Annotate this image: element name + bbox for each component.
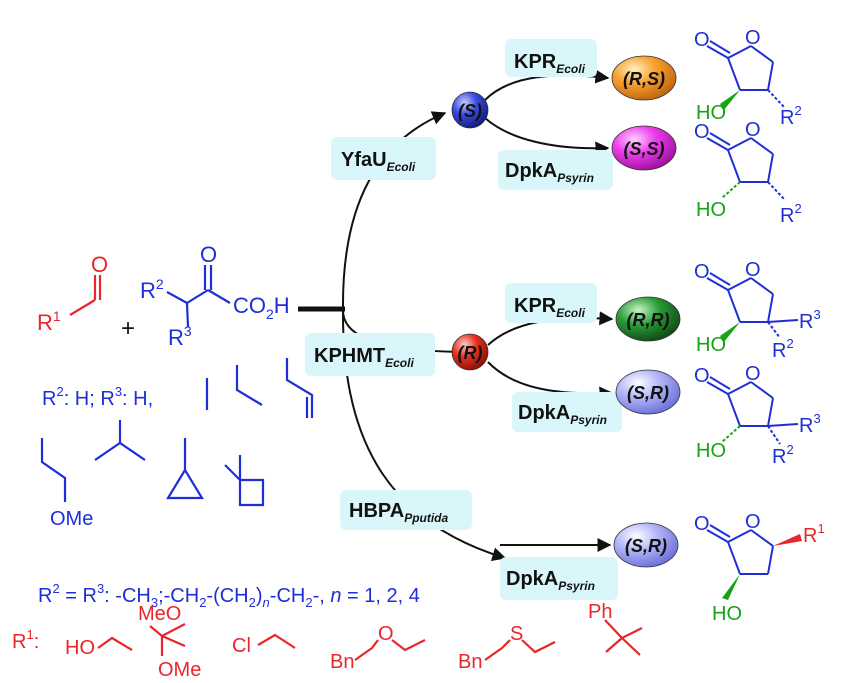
benzyl-label-1: Bn (330, 651, 354, 673)
thio-label: S (510, 623, 523, 645)
svg-text:HO: HO (712, 603, 742, 625)
svg-text:HO: HO (696, 199, 726, 221)
arrow-to-rs-product (484, 69, 610, 101)
sphere-rr-product: (R,R) (615, 296, 681, 342)
svg-text:HBPAPputida: HBPAPputida (349, 500, 449, 525)
r2-equals-r3-definition: R2 = R3: -CH3;-CH2-(CH2)n-CH2-, n = 1, 2… (38, 581, 420, 610)
sphere-r-intermediate: (R) (451, 333, 489, 371)
methoxy-label-top: MeO (138, 603, 181, 625)
r3-label: R3 (168, 323, 192, 350)
methoxy-label: OMe (50, 508, 93, 530)
carboxylic-acid-label: CO2H (233, 293, 290, 322)
svg-text:O: O (745, 119, 761, 141)
svg-text:HO: HO (696, 440, 726, 462)
r2-label: R2 (140, 276, 164, 303)
svg-text:(S): (S) (458, 101, 482, 121)
svg-text:DpkAPsyrin: DpkAPsyrin (505, 160, 594, 185)
methoxy-label-bottom: OMe (158, 659, 201, 681)
svg-text:DpkAPsyrin: DpkAPsyrin (506, 568, 595, 593)
r1-label: R1 (37, 308, 61, 335)
svg-text:O: O (745, 511, 761, 533)
svg-text:KPREcoli: KPREcoli (514, 51, 586, 76)
svg-text:O: O (694, 513, 710, 535)
svg-text:O: O (694, 261, 710, 283)
svg-text:O: O (694, 121, 710, 143)
svg-text:KPREcoli: KPREcoli (514, 295, 586, 320)
svg-text:(R,S): (R,S) (623, 69, 665, 89)
chloro-label: Cl (232, 635, 251, 657)
svg-text:KPHMTEcoli: KPHMTEcoli (314, 345, 414, 370)
substituent-r2: R2 (772, 336, 794, 362)
svg-text:(S,R): (S,R) (627, 383, 669, 403)
svg-text:O: O (745, 27, 761, 49)
ether-oxygen-label: O (378, 623, 394, 645)
lactone-product-rs: O O HO R2 (694, 27, 802, 129)
arrow-to-ss-product (484, 117, 610, 156)
svg-text:HO: HO (696, 334, 726, 356)
substituent-r3: R3 (799, 307, 821, 333)
svg-text:O: O (694, 365, 710, 387)
hydroxymethyl-label: HO (65, 637, 95, 659)
enzyme-box-dpka-bottom: DpkAPsyrin (500, 557, 618, 600)
svg-text:O: O (694, 29, 710, 51)
r1-skeletons (97, 619, 643, 661)
lactone-product-ss: O O HO R2 (694, 119, 802, 227)
svg-text:O: O (745, 259, 761, 281)
enzyme-box-kphmt: KPHMTEcoli (305, 333, 435, 376)
benzyl-label-2: Bn (458, 651, 482, 673)
substituent-r3: R3 (799, 411, 821, 437)
enzyme-box-kpr-top: KPREcoli (505, 39, 597, 77)
arrow-to-s-intermediate (341, 111, 447, 310)
enzyme-box-kpr-mid: KPREcoli (505, 283, 597, 323)
lactone-product-rr: O O HO R3 R2 (694, 259, 821, 362)
ketoacid-structure (166, 265, 231, 328)
svg-text:(S,S): (S,S) (623, 139, 664, 159)
svg-text:DpkAPsyrin: DpkAPsyrin (518, 402, 607, 427)
enzyme-box-yfau: YfaUEcoli (331, 137, 436, 180)
r1-definition-label: R1: (12, 627, 39, 653)
enzyme-box-dpka-mid: DpkAPsyrin (512, 392, 622, 432)
lactone-product-sr-bottom: O O HO R1 (694, 511, 825, 625)
arrow-to-sr-product-mid (487, 361, 614, 401)
sphere-s-intermediate: (S) (451, 91, 489, 129)
enzyme-box-hbpa: HBPAPputida (340, 490, 472, 530)
substituent-r1: R1 (803, 521, 825, 547)
substituent-r2: R2 (772, 442, 794, 468)
aldehyde-structure (69, 275, 102, 316)
sphere-sr-product-bottom: (S,R) (613, 522, 679, 568)
plus-sign: + (121, 315, 135, 342)
svg-text:O: O (745, 363, 761, 385)
svg-text:YfaUEcoli: YfaUEcoli (341, 149, 416, 174)
sphere-rs-product: (R,S) (611, 55, 677, 101)
enzyme-box-dpka-top: DpkAPsyrin (498, 150, 613, 190)
sphere-sr-product-mid: (S,R) (615, 369, 681, 415)
svg-text:(S,R): (S,R) (625, 536, 667, 556)
svg-text:HO: HO (696, 102, 726, 124)
phenyl-label: Ph (588, 601, 612, 623)
lactone-product-sr-mid: O O HO R3 R2 (694, 363, 821, 468)
r2-r3-definition: R2: H; R3: H, (42, 384, 153, 410)
svg-text:(R,R): (R,R) (627, 310, 670, 330)
aldehyde-oxygen: O (91, 252, 108, 277)
substituent-skeletons (40, 358, 314, 507)
sphere-ss-product: (S,S) (611, 125, 677, 171)
substituent-r2: R2 (780, 103, 802, 129)
ketone-oxygen: O (200, 242, 217, 267)
svg-text:(R): (R) (458, 343, 483, 363)
substituent-r2: R2 (780, 201, 802, 227)
